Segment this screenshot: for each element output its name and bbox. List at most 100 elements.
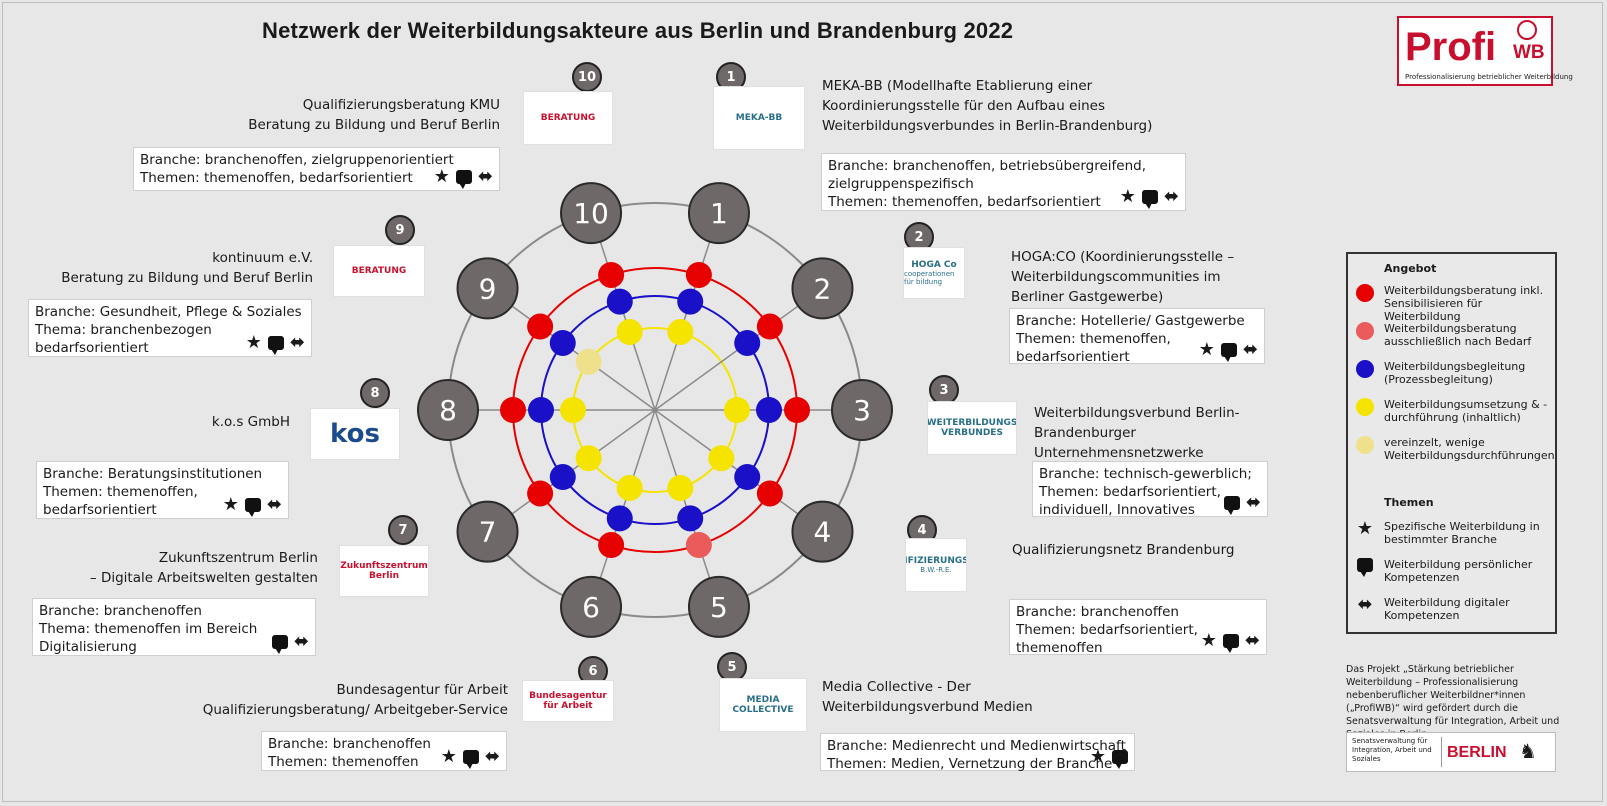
page-title: Netzwerk der Weiterbildungsakteure aus B… bbox=[262, 18, 1014, 43]
speech-bubble-icon bbox=[244, 498, 261, 517]
speech-bubble-icon bbox=[462, 750, 479, 769]
double-arrow-icon: ⬌ bbox=[1244, 630, 1260, 651]
offer-dot-6-red bbox=[598, 532, 625, 559]
actor-info-line: Branche: Gesundheit, Pflege & Soziales bbox=[35, 304, 302, 320]
actor-name-line: Weiterbildungsverbund Medien bbox=[822, 699, 1033, 715]
offer-dot-2-red bbox=[756, 313, 783, 340]
actor-logo-text: Bundesagentur für Arbeit bbox=[529, 691, 607, 711]
spoke-node-3 bbox=[831, 379, 893, 441]
spoke-node-2 bbox=[791, 257, 854, 320]
spoke-node-label-4: 4 bbox=[814, 516, 832, 549]
double-arrow-icon: ⬌ bbox=[477, 166, 493, 187]
speech-bubble-icon bbox=[1223, 496, 1240, 515]
actor-topic-icons: ★⬌ bbox=[223, 494, 282, 517]
offer-dot-1-yellow bbox=[667, 319, 694, 346]
spoke-node-7 bbox=[456, 500, 519, 563]
spoke-node-label-10: 10 bbox=[573, 197, 609, 230]
actor-number-badge: 8 bbox=[360, 378, 390, 408]
actor-info-line: Branche: branchenoffen, betriebsübergrei… bbox=[828, 158, 1147, 174]
logo-word: Profi bbox=[1405, 25, 1497, 69]
offer-dot-3-blue bbox=[756, 397, 782, 423]
actor-logo-subtext: B.W.-R.E. bbox=[920, 566, 952, 574]
actor-info-line: Branche: Hotellerie/ Gastgewerbe bbox=[1016, 313, 1245, 329]
legend-topic-item: Weiterbildung persönlicher Kompetenzen bbox=[1356, 558, 1552, 584]
double-arrow-icon: ⬌ bbox=[293, 631, 309, 652]
actor-name: kontinuum e.V.Beratung zu Bildung und Be… bbox=[60, 248, 313, 288]
actor-logo: Bundesagentur für Arbeit bbox=[522, 680, 614, 722]
actor-name-line: Weiterbildungscommunities im bbox=[1011, 269, 1221, 285]
legend-color-dot bbox=[1356, 322, 1374, 340]
offer-dot-8-blue bbox=[528, 397, 554, 423]
legend-topic-label: Weiterbildung persönlicher Kompetenzen bbox=[1384, 558, 1533, 584]
actor-name-line: – Digitale Arbeitswelten gestalten bbox=[89, 570, 318, 586]
legend-topic-item: ⬌ Weiterbildung digitaler Kompetenzen bbox=[1356, 596, 1552, 623]
star-icon: ★ bbox=[1198, 339, 1215, 360]
legend-offer-label: Weiterbildungsbegleitung (Prozessbegleit… bbox=[1384, 360, 1526, 386]
legend-symbol: ⬌ bbox=[1356, 596, 1374, 614]
actor-info-line: Themen: themenoffen bbox=[268, 754, 419, 770]
double-arrow-icon: ⬌ bbox=[266, 494, 282, 515]
actor-name-line: Media Collective - Der bbox=[822, 679, 971, 695]
actor-info-line: bedarfsorientiert bbox=[1016, 349, 1130, 365]
senat-logo: Senatsverwaltung für Integration, Arbeit… bbox=[1346, 732, 1556, 772]
actor-name-line: Unternehmensnetzwerke bbox=[1034, 445, 1204, 461]
speech-bubble-icon bbox=[1357, 558, 1373, 577]
spoke-node-6 bbox=[560, 575, 623, 638]
offer-dot-9-blue bbox=[549, 329, 576, 356]
actor-info-line: Branche: branchenoffen bbox=[1016, 604, 1179, 620]
legend-offer-title: Angebot bbox=[1384, 262, 1437, 275]
actor-name-line: kontinuum e.V. bbox=[212, 250, 313, 266]
offer-dot-7-blue bbox=[549, 464, 576, 491]
actor-name-line: Qualifizierungsberatung/ Arbeitgeber-Ser… bbox=[202, 702, 508, 718]
actor-info-box: Branche: branchenoffen, zielgruppenorien… bbox=[133, 147, 500, 191]
double-arrow-icon: ⬌ bbox=[1242, 339, 1258, 360]
actor-number-badge: 5 bbox=[717, 652, 747, 682]
speech-bubble-icon bbox=[1112, 750, 1128, 769]
actor-name-line: Bundesagentur für Arbeit bbox=[336, 682, 508, 698]
berlin-bear-icon: ♞ bbox=[1519, 739, 1537, 763]
actor-number-badge: 7 bbox=[388, 515, 418, 545]
legend-topic-label: Weiterbildung digitaler Kompetenzen bbox=[1384, 596, 1510, 622]
offer-dot-6-blue bbox=[606, 505, 633, 532]
actor-logo-text: BERATUNG bbox=[540, 113, 596, 123]
legend-offer-item: Weiterbildungsbegleitung (Prozessbegleit… bbox=[1356, 360, 1552, 386]
actor-topic-icons: ★⬌ bbox=[246, 332, 305, 355]
actor-name-line: MEKA-BB (Modellhafte Etablierung einer bbox=[822, 78, 1093, 94]
star-icon: ★ bbox=[440, 746, 457, 767]
actor-name-line: Weiterbildungsverbundes in Berlin-Brande… bbox=[822, 118, 1153, 134]
offer-dot-3-red bbox=[784, 397, 810, 423]
actor-logo-text: QUALIFIZIERUNGSNETZ bbox=[905, 556, 966, 566]
actor-number-badge: 9 bbox=[385, 215, 415, 245]
actor-name: Zukunftszentrum Berlin – Digitale Arbeits… bbox=[60, 548, 318, 588]
offer-dot-4-yellow bbox=[708, 445, 735, 472]
actor-info-line: Thema: branchenbezogen bbox=[35, 322, 212, 338]
double-arrow-icon: ⬌ bbox=[289, 332, 305, 353]
berlin-wordmark: BERLIN bbox=[1447, 744, 1507, 761]
actor-logo-text: kos bbox=[330, 419, 380, 449]
actor-topic-icons: ★⬌ bbox=[1201, 630, 1260, 653]
actor-name-line: Brandenburger bbox=[1034, 425, 1136, 441]
offer-dot-7-yellow bbox=[575, 445, 602, 472]
legend-color-dot bbox=[1356, 436, 1374, 454]
actor-info-line: Themen: bedarfsorientiert, bbox=[1016, 622, 1198, 638]
legend-offer-label: Weiterbildungsberatung ausschließlich na… bbox=[1384, 322, 1532, 348]
offer-dot-1-blue bbox=[677, 288, 704, 315]
actor-name-line: k.o.s GmbH bbox=[211, 414, 290, 430]
actor-logo-text: WEITERBILDUNGS VERBUNDES bbox=[927, 418, 1017, 438]
actor-logo: MEKA-BB bbox=[713, 86, 805, 150]
actor-name-line: Zukunftszentrum Berlin bbox=[158, 550, 318, 566]
actor-logo: kos bbox=[310, 408, 400, 460]
offer-dot-1-red bbox=[685, 261, 712, 288]
offer-dot-9-red bbox=[527, 313, 554, 340]
actor-name: HOGA:CO (Koordinierungsstelle –Weiterbil… bbox=[1011, 247, 1234, 307]
actor-info-line: bedarfsorientiert bbox=[35, 340, 149, 356]
actor-logo: MEDIA COLLECTIVE bbox=[719, 678, 807, 732]
actor-info-box: Branche: technisch-gewerblich;Themen: be… bbox=[1032, 461, 1268, 518]
actor-info-line: Themen: Medien, Vernetzung der Branche bbox=[827, 756, 1113, 772]
star-icon: ★ bbox=[1089, 746, 1106, 767]
